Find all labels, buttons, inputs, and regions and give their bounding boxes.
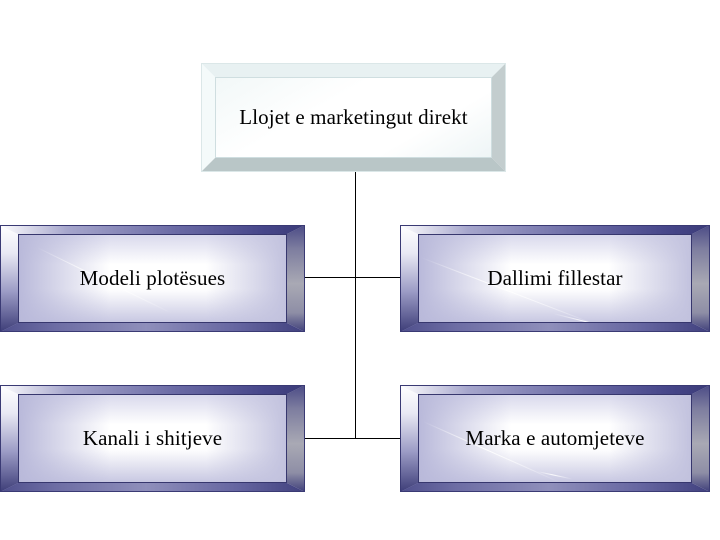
bevel-face-top	[201, 63, 506, 77]
highlight-streak	[536, 471, 573, 480]
bevel-gradient-right	[692, 225, 710, 332]
node-label: Dallimi fillestar	[487, 266, 623, 291]
bevel-gradient-top	[400, 385, 710, 394]
bevel-gradient-bottom	[0, 483, 305, 492]
node-dallimi-fillestar[interactable]: Dallimi fillestar	[400, 225, 710, 332]
bevel-face-right	[492, 63, 506, 172]
node-inner-panel: Kanali i shitjeve	[18, 394, 287, 483]
bevel-gradient-left	[400, 385, 418, 492]
bevel-gradient-top	[0, 385, 305, 394]
node-inner-panel: Dallimi fillestar	[418, 234, 692, 323]
node-label: Modeli plotësues	[79, 266, 226, 291]
node-bevel-frame	[400, 225, 710, 332]
node-inner-panel: Modeli plotësues	[18, 234, 287, 323]
node-label: Llojet e marketingut direkt	[239, 105, 468, 130]
node-inner-panel: Llojet e marketingut direkt	[215, 77, 492, 158]
node-label: Marka e automjeteve	[465, 426, 645, 451]
node-bevel-frame	[400, 385, 710, 492]
bevel-face-bottom	[201, 158, 506, 172]
bevel-gradient-right	[692, 385, 710, 492]
connector-branch-row1	[305, 277, 406, 278]
node-label: Kanali i shitjeve	[82, 426, 223, 451]
bevel-gradient-bottom	[400, 483, 710, 492]
bevel-face-left	[201, 63, 215, 172]
connector-branch-row2	[305, 438, 406, 439]
node-kanali-i-shitjeve[interactable]: Kanali i shitjeve	[0, 385, 305, 492]
bevel-gradient-right	[287, 225, 305, 332]
bevel-gradient-top	[0, 225, 305, 234]
highlight-streak	[552, 313, 625, 322]
bevel-gradient-left	[0, 225, 18, 332]
node-inner-panel: Marka e automjeteve	[418, 394, 692, 483]
node-bevel-frame	[0, 225, 305, 332]
bevel-gradient-left	[400, 225, 418, 332]
bevel-gradient-left	[0, 385, 18, 492]
bevel-gradient-bottom	[0, 323, 305, 332]
bevel-gradient-bottom	[400, 323, 710, 332]
node-marka-e-automjeteve[interactable]: Marka e automjeteve	[400, 385, 710, 492]
node-modeli-plotesues[interactable]: Modeli plotësues	[0, 225, 305, 332]
bevel-gradient-right	[287, 385, 305, 492]
highlight-streak	[343, 144, 356, 157]
node-bevel-frame	[0, 385, 305, 492]
node-llojet-e-marketingut-direkt[interactable]: Llojet e marketingut direkt	[201, 63, 506, 172]
connector-trunk-vertical	[355, 172, 356, 439]
node-bevel-frame	[201, 63, 506, 172]
bevel-gradient-top	[400, 225, 710, 234]
